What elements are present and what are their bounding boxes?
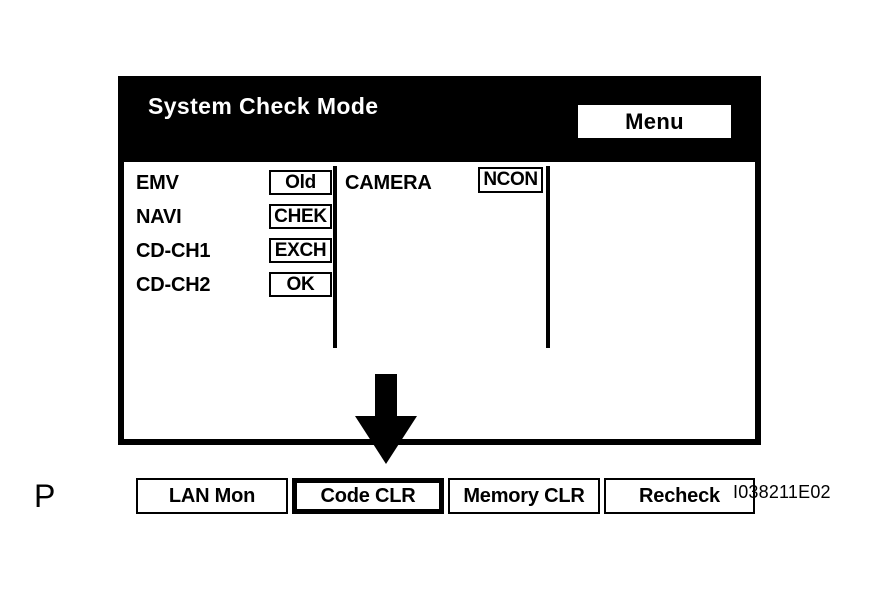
figure-id-label: I038211E02 (733, 482, 831, 502)
status-badge-navi: CHEK (269, 204, 332, 229)
panel-body: EMV Old NAVI CHEK CD-CH1 EXCH CD-CH2 OK … (124, 162, 755, 514)
action-button-bar: LAN Mon Code CLR Memory CLR Recheck (130, 478, 761, 518)
status-badge-cd-ch2: OK (269, 272, 332, 297)
status-row: CD-CH1 EXCH (130, 236, 450, 270)
status-row: EMV Old (130, 168, 450, 202)
status-label-emv: EMV (136, 172, 179, 194)
status-row: CD-CH2 OK (130, 270, 450, 304)
menu-button[interactable]: Menu (578, 105, 731, 138)
status-label-cd-ch1: CD-CH1 (136, 240, 211, 262)
column-divider-left (333, 166, 337, 348)
code-clr-button[interactable]: Code CLR (292, 478, 444, 514)
status-label-camera: CAMERA (345, 172, 432, 194)
status-badge-cd-ch1: EXCH (269, 238, 332, 263)
page-marker: P (34, 478, 56, 514)
recheck-button[interactable]: Recheck (604, 478, 755, 514)
lan-mon-button[interactable]: LAN Mon (136, 478, 288, 514)
arrow-down-icon (355, 374, 417, 464)
status-label-cd-ch2: CD-CH2 (136, 274, 211, 296)
status-badge-camera: NCON (478, 167, 543, 193)
status-badge-emv: Old (269, 170, 332, 195)
memory-clr-button[interactable]: Memory CLR (448, 478, 600, 514)
status-label-navi: NAVI (136, 206, 182, 228)
status-list: EMV Old NAVI CHEK CD-CH1 EXCH CD-CH2 OK (130, 168, 450, 304)
system-check-display-panel: System Check Mode Menu EMV Old NAVI CHEK… (118, 76, 761, 514)
page-title: System Check Mode (148, 93, 379, 119)
panel-header: System Check Mode Menu (118, 76, 761, 162)
status-row: NAVI CHEK (130, 202, 450, 236)
column-divider-right (546, 166, 550, 348)
